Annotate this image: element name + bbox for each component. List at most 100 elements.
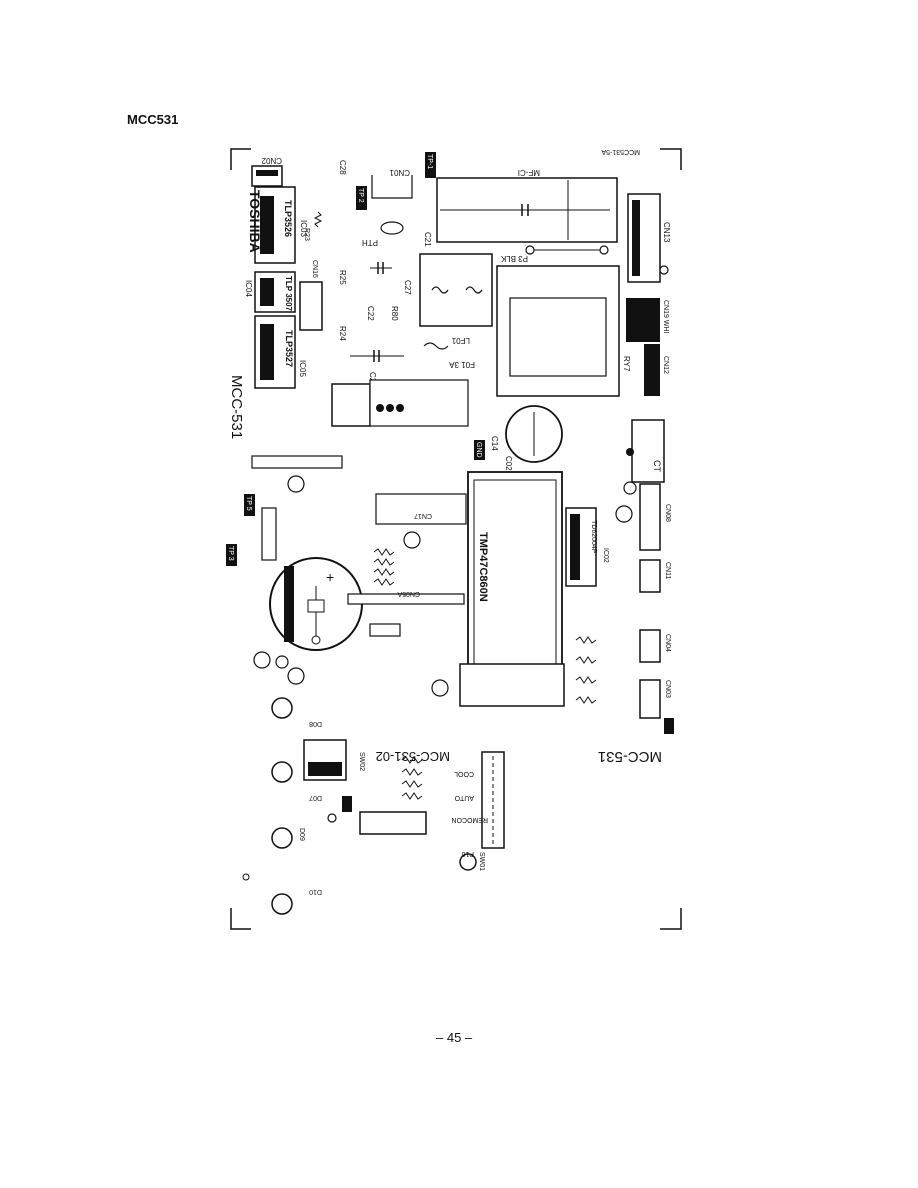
cn08-connector (639, 483, 661, 551)
gnd-tag (474, 440, 485, 460)
r23-resistor (313, 211, 323, 228)
r80-label: R80 (390, 306, 399, 321)
cn04-label: CN04 (664, 634, 671, 652)
page-number: – 45 – (436, 1030, 473, 1045)
remocon-label: REMOCON (451, 816, 488, 823)
pad-p10 (459, 853, 477, 871)
tp1-label: TP-1 (426, 154, 433, 169)
tp2-label: TP 2 (357, 188, 364, 203)
cn11-connector (639, 559, 661, 593)
ic02-label: IC02 (602, 548, 609, 563)
svg-text:+: + (326, 569, 334, 585)
cn11-label: CN11 (664, 562, 671, 579)
c22-label: C22 (366, 306, 375, 321)
ic06-socket (261, 507, 277, 561)
tp5-tag (244, 494, 255, 516)
ry7-label: RY7 (622, 356, 631, 372)
small-transistors (253, 481, 637, 697)
cn19-label: CN19 WHI (662, 300, 669, 334)
lf01-label: LF01 (451, 336, 470, 345)
ct-label: CT (652, 460, 662, 472)
cn02-label: CN02 (261, 156, 282, 165)
crop-marks (230, 148, 682, 930)
c14-label: C14 (490, 436, 499, 451)
board-sub-label: MCC-531-02 (376, 749, 450, 764)
cool-label: COOL (454, 770, 474, 777)
relay-inner (509, 297, 607, 377)
ic03-label: IC03 (299, 220, 308, 237)
td62004p-label: TD62004P (590, 520, 597, 554)
cn05-connector (347, 593, 465, 605)
c02-label: C02 (504, 456, 513, 471)
cn17-connector (375, 493, 467, 525)
sw01-label: SW01 (478, 852, 485, 871)
d10-label: D10 (309, 888, 322, 895)
cn13-label: CN13 (662, 222, 671, 243)
q02-block (331, 383, 371, 427)
ic-tlp3527-label: TLP3527 (284, 330, 294, 367)
tp3-label: TP 3 (227, 546, 234, 561)
j43-pad (599, 245, 609, 255)
ic-tlp3526-label: TLP3526 (283, 200, 293, 237)
led-d09 (271, 827, 293, 849)
p3-pad (525, 245, 535, 255)
led-d08 (271, 697, 293, 719)
j19-header (369, 379, 469, 427)
board-bottom-label: MCC-531 (598, 748, 662, 765)
cn19-connector (626, 298, 660, 342)
cn03-connector (639, 679, 661, 719)
cn01-label: CN01 (389, 168, 410, 177)
ic04-label: IC04 (244, 280, 253, 297)
p3blk-label: P3 BLK (500, 254, 528, 263)
ct-block (631, 419, 665, 483)
board-main-label: MCC-531 (228, 375, 245, 439)
toshiba-label: TOSHIBA (247, 190, 263, 253)
cn16-connector (299, 281, 323, 331)
main-ic-label: TMP47C860N (477, 532, 489, 602)
auto-label: AUTO (454, 794, 474, 801)
ta8005s-strip (251, 455, 343, 469)
board-rev-label: MCC531-5A (601, 148, 640, 155)
cn16-label: CN16 (311, 260, 318, 278)
cb01-socket (459, 663, 565, 707)
d09-label: D09 (298, 828, 305, 841)
p10-label: P10 (461, 850, 474, 857)
c27-label: C27 (403, 280, 412, 295)
cn06-connector (369, 623, 401, 637)
resistor-rows (401, 756, 423, 800)
sw02-label: SW02 (358, 752, 365, 771)
c28-label: C28 (338, 160, 347, 175)
d07-label: D07 (309, 794, 322, 801)
led-d10 (271, 893, 293, 915)
tp3-tag (226, 544, 237, 566)
cn12-connector (644, 344, 660, 396)
ic-tlp3507-label: TLP 3507 (284, 276, 293, 312)
tp5-label: TP 5 (245, 496, 252, 511)
cn17-label: CN17 (414, 512, 432, 519)
tp-5v-tag (342, 796, 352, 812)
page-title: MCC531 (127, 112, 179, 127)
c21-label: C21 (423, 232, 432, 247)
ptc-label: PTH (362, 238, 378, 247)
cn04-connector (639, 629, 661, 663)
fuse-f01 (423, 342, 449, 350)
cn05b-connector (359, 811, 427, 835)
tp4-tag (664, 718, 674, 734)
cn01-outline (371, 175, 413, 199)
r23-label: R23 (303, 228, 310, 241)
gnd-label: GND (475, 442, 482, 458)
cn03-label: CN03 (664, 680, 671, 698)
lf01-filter (419, 253, 493, 327)
r25-label: R25 (338, 270, 347, 285)
d08-label: D08 (309, 720, 322, 727)
ptc-thermistor (380, 221, 404, 235)
cn08-label: CN08 (664, 504, 671, 522)
r24-label: R24 (338, 326, 347, 341)
tp1-label-bg (425, 152, 436, 178)
tp2-label-bg (356, 186, 367, 210)
resistor-bank (373, 548, 597, 704)
fuse-label: F01 3A (449, 360, 475, 369)
mfci-label: MF-CI (518, 168, 540, 177)
ic05-label: IC05 (298, 360, 307, 377)
